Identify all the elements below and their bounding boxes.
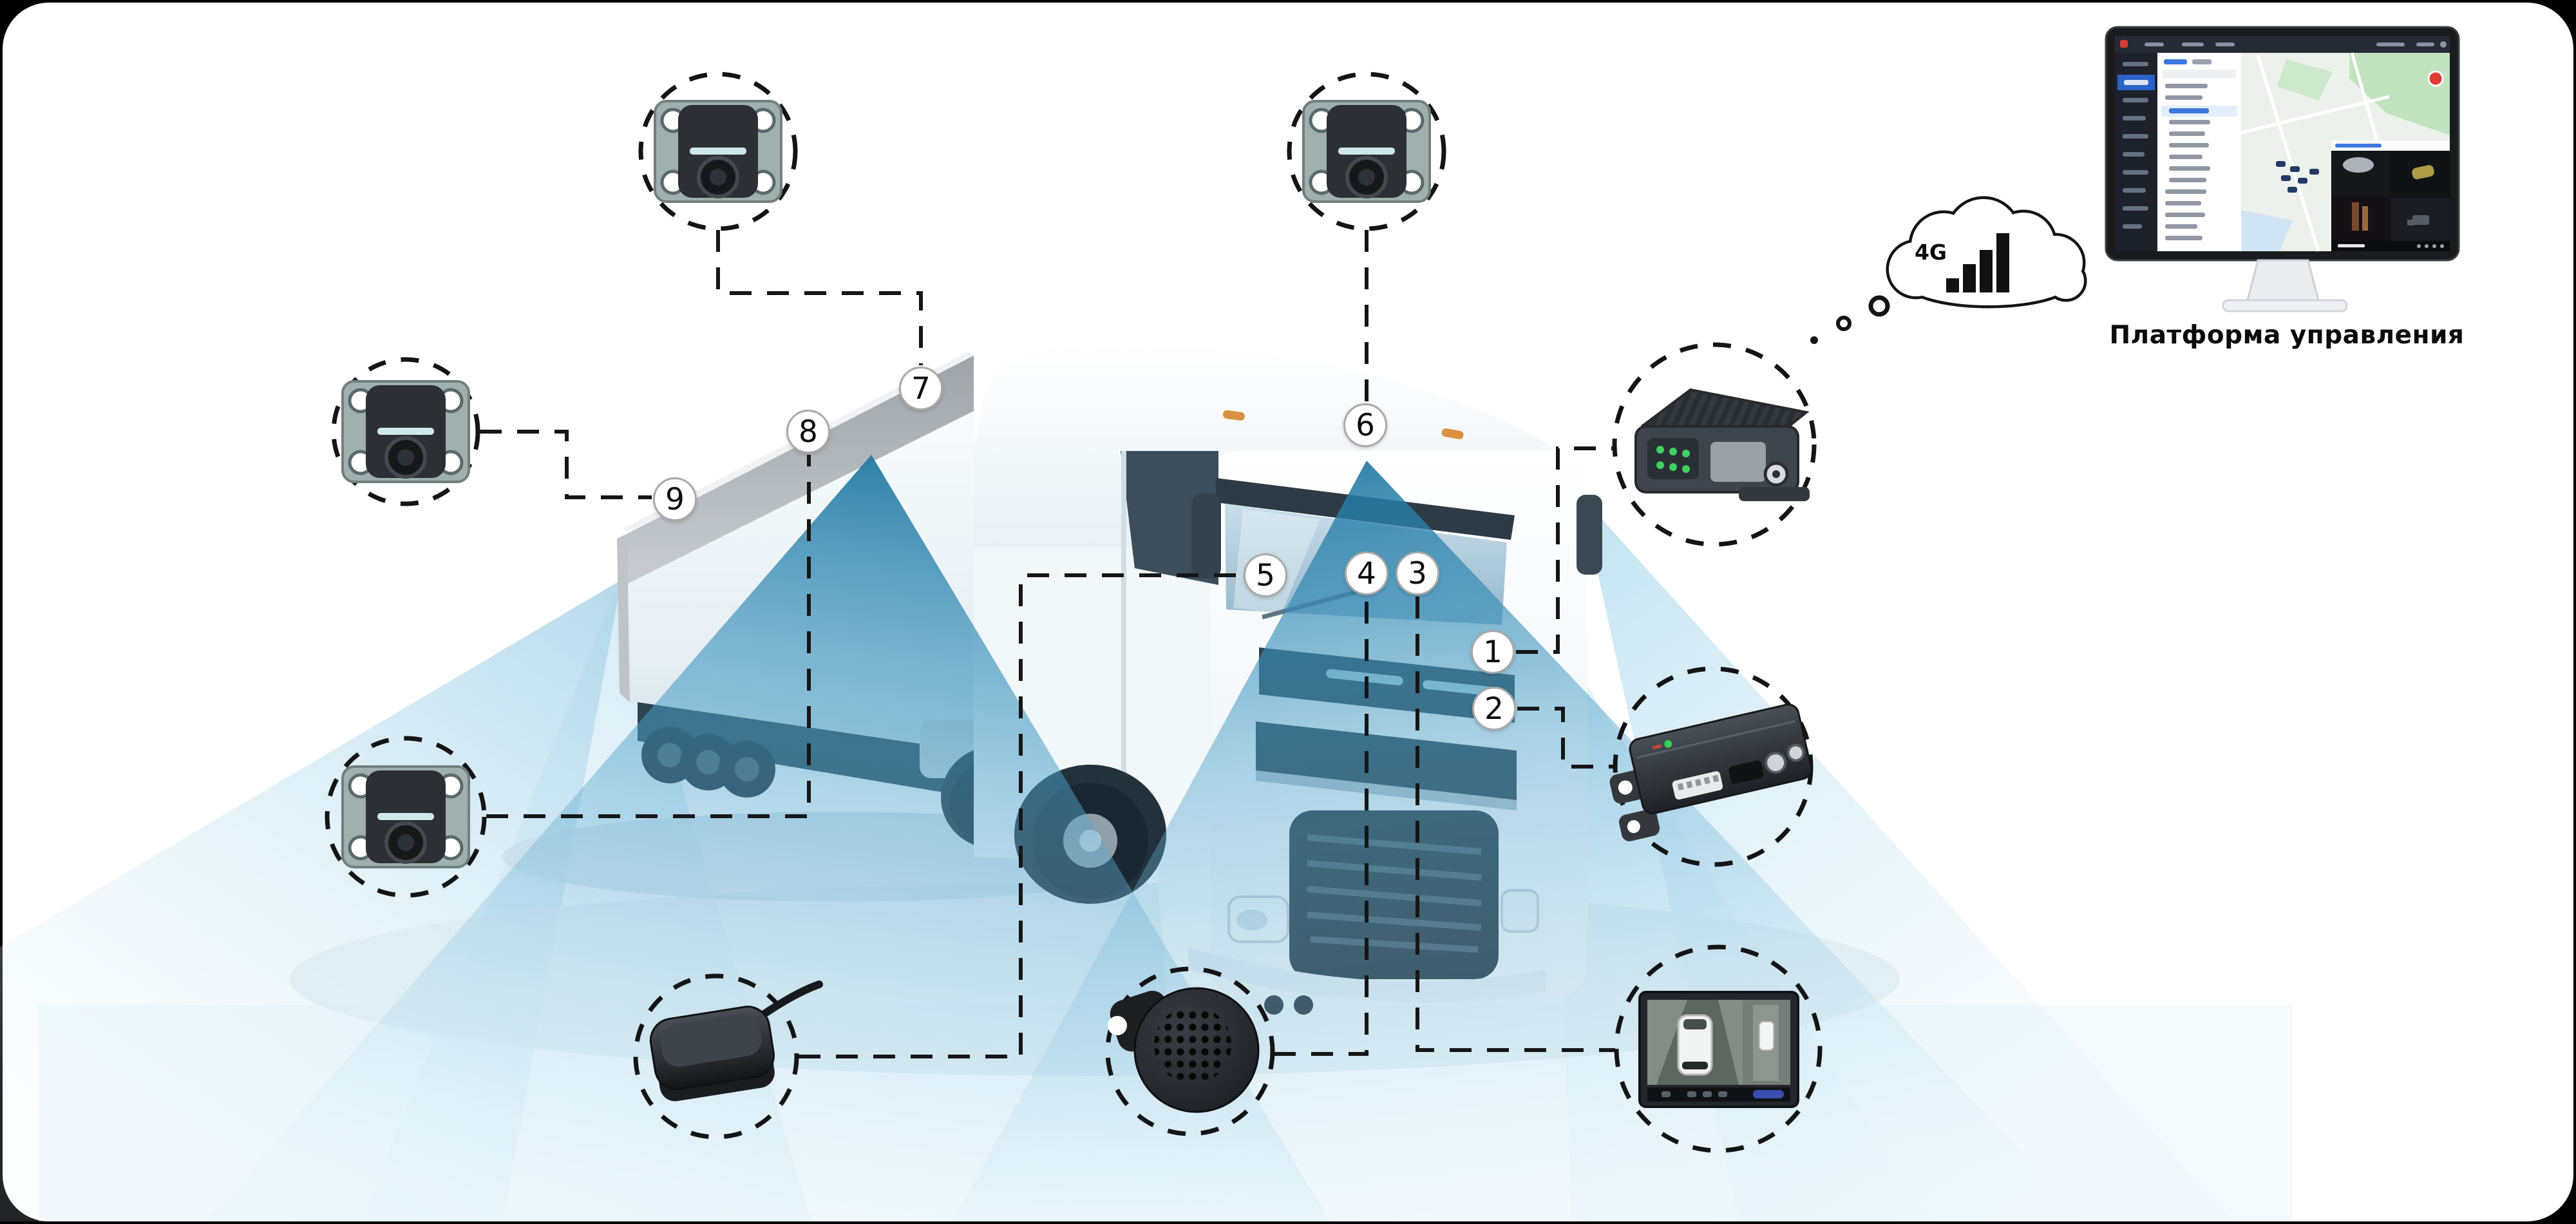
connector-camera-side xyxy=(486,455,811,818)
marker-6: 6 xyxy=(1343,403,1387,447)
connector-aibox xyxy=(1517,707,1614,769)
camera-device-icon xyxy=(654,101,1430,202)
speaker-device-icon xyxy=(1108,987,1260,1113)
camera-device-icon-2 xyxy=(1303,101,1430,202)
connector-mdvr xyxy=(1516,446,1613,654)
marker-4: 4 xyxy=(1345,551,1388,595)
map-alert-badge xyxy=(2427,70,2444,87)
cloud-4g xyxy=(1810,196,2087,344)
marker-7: 7 xyxy=(899,367,943,410)
marker-6-label: 6 xyxy=(1356,407,1375,443)
platform-vehicle-list xyxy=(2157,53,2241,251)
marker-8-label: 8 xyxy=(799,414,818,450)
marker-3-label: 3 xyxy=(1408,555,1427,591)
monitor-base xyxy=(2222,299,2348,312)
monitor-stand xyxy=(2246,259,2320,301)
marker-1: 1 xyxy=(1471,630,1515,674)
cloud-trail-dot-medium xyxy=(1836,316,1852,331)
marker-8: 8 xyxy=(786,410,830,454)
cloud-trail-dot-large xyxy=(1868,295,1890,317)
connector-speaker xyxy=(1274,597,1368,1056)
connector-camera-front-trailer xyxy=(716,230,923,365)
mdvr-device-icon xyxy=(1634,388,1810,501)
marker-9: 9 xyxy=(653,477,697,521)
connector-camera-rear xyxy=(480,430,652,499)
camera-device-icon-3 xyxy=(343,381,469,482)
cloud-4g-label: 4G xyxy=(1914,240,1947,265)
marker-1-label: 1 xyxy=(1483,634,1502,670)
connector-monitor360 xyxy=(1416,597,1615,1052)
marker-5: 5 xyxy=(1244,553,1287,597)
connector-gps xyxy=(799,573,1242,1058)
connector-lines xyxy=(480,230,1615,1058)
cloud-trail-dot-small xyxy=(1810,336,1818,344)
camera-device-icon-4 xyxy=(343,767,469,867)
marker-2: 2 xyxy=(1472,687,1516,731)
marker-2-label: 2 xyxy=(1484,691,1504,727)
gps-antenna-device-icon xyxy=(649,980,823,1102)
monitor-360-device-icon xyxy=(1638,991,1799,1108)
marker-4-label: 4 xyxy=(1357,555,1376,591)
platform-caption: Платформа управления xyxy=(2109,321,2465,350)
device-circles xyxy=(325,72,1823,1153)
marker-7-label: 7 xyxy=(911,370,931,406)
marker-3: 3 xyxy=(1396,551,1439,595)
marker-9-label: 9 xyxy=(665,481,685,517)
platform-monitor xyxy=(2105,26,2460,312)
marker-5-label: 5 xyxy=(1256,557,1275,593)
platform-video-grid xyxy=(2331,140,2450,251)
aibox-device-icon xyxy=(1609,703,1812,841)
signal-bars-icon xyxy=(1946,233,2009,292)
